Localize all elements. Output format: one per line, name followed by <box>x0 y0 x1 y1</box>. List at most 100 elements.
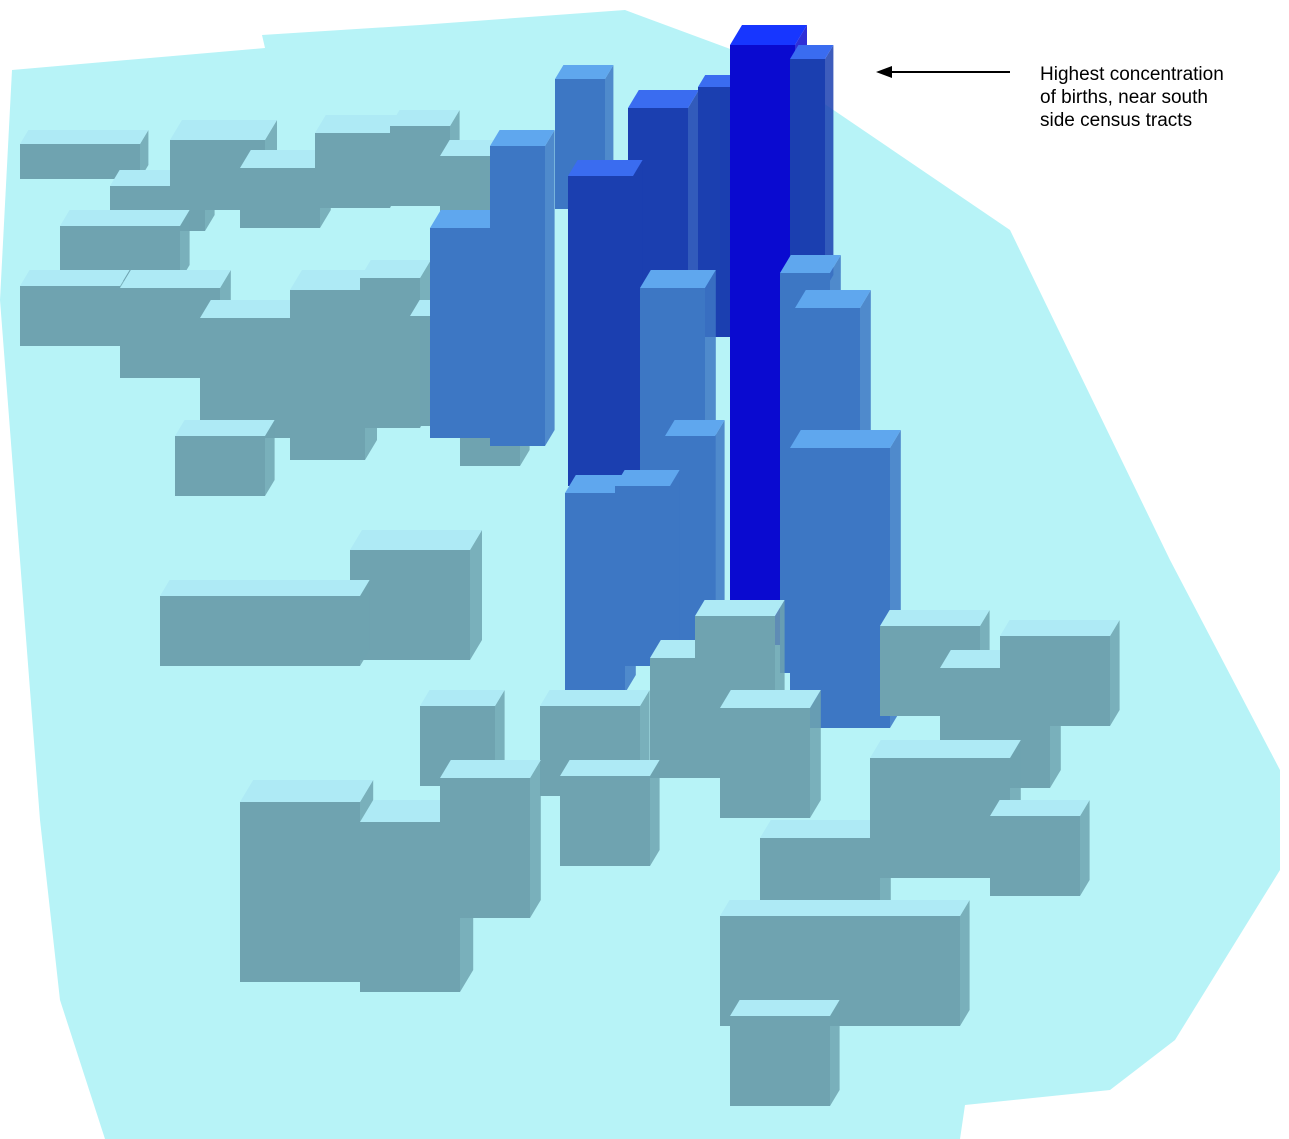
tract-side-right <box>715 420 725 646</box>
tract-side-right <box>360 580 370 666</box>
tract-column <box>568 160 643 486</box>
tract-side-right <box>545 130 555 446</box>
tract-column <box>440 760 541 918</box>
tract-top <box>200 300 306 318</box>
tract-side <box>720 708 810 818</box>
tract-column <box>315 115 401 208</box>
tract-top <box>175 420 275 436</box>
tract-top <box>390 110 460 126</box>
tract-top <box>870 740 1021 758</box>
tract-side-right <box>140 130 149 179</box>
tract-side <box>560 776 650 866</box>
tract-column <box>560 760 660 866</box>
tract-top <box>315 115 401 133</box>
tract-top <box>628 90 699 108</box>
tract-side-right <box>825 45 834 289</box>
tract-top <box>555 65 614 79</box>
tract-column <box>490 130 555 446</box>
tract-side <box>240 802 360 982</box>
tract-top <box>360 260 431 278</box>
tract-side <box>20 286 120 346</box>
census-tract-columns <box>20 25 1120 1106</box>
tract-column <box>160 580 370 666</box>
tract-top <box>880 610 990 626</box>
tract-side-right <box>180 210 190 281</box>
tract-side-right <box>810 690 821 818</box>
annotation-text: Highest concentration of births, near so… <box>1040 63 1285 132</box>
tract-top <box>640 270 716 288</box>
tract-side <box>290 290 365 460</box>
tract-top <box>760 820 891 838</box>
tract-top <box>615 470 680 486</box>
annotation-line-2: of births, near south <box>1040 87 1208 108</box>
tract-side-right <box>265 420 275 496</box>
tract-top <box>440 760 541 778</box>
tract-side <box>568 176 633 486</box>
tract-column <box>730 1000 840 1106</box>
tract-side-right <box>775 600 785 716</box>
tract-column <box>790 45 834 289</box>
tract-side <box>1000 636 1110 726</box>
tract-side-right <box>1080 800 1090 896</box>
tract-side <box>240 168 320 228</box>
tract-top <box>695 600 785 616</box>
tract-top <box>420 690 505 706</box>
tract-top <box>790 430 901 448</box>
tract-top <box>20 270 130 286</box>
arrow-head-icon <box>876 66 892 78</box>
tract-column <box>720 690 821 818</box>
tract-column <box>615 470 680 666</box>
tract-column <box>350 530 482 660</box>
tract-top <box>790 45 834 59</box>
tract-top <box>170 120 277 140</box>
tract-side-right <box>650 760 660 866</box>
tract-column <box>200 300 306 438</box>
tract-top <box>120 270 231 288</box>
tract-top <box>290 270 377 290</box>
tract-side-right <box>670 470 680 666</box>
tract-side <box>200 318 295 438</box>
tract-side-right <box>1110 620 1120 726</box>
tract-top <box>490 130 555 146</box>
tract-top <box>560 760 660 776</box>
tract-top <box>160 580 370 596</box>
tract-top <box>665 420 725 436</box>
tract-top <box>540 690 650 706</box>
annotation-arrow <box>876 66 1010 78</box>
tract-side <box>175 436 265 496</box>
tract-side <box>730 1016 830 1106</box>
tract-top <box>720 690 821 708</box>
tract-top <box>780 255 841 273</box>
tract-side <box>615 486 670 666</box>
tract-side <box>790 448 890 728</box>
annotation-line-3: side census tracts <box>1040 110 1193 131</box>
tract-side <box>870 758 1010 878</box>
tract-top <box>720 900 970 916</box>
tract-column <box>20 270 130 346</box>
tract-top <box>730 25 807 45</box>
tract-column <box>720 900 970 1026</box>
annotation-line-1: Highest concentration <box>1040 64 1224 85</box>
tract-side <box>490 146 545 446</box>
tract-top <box>350 530 482 550</box>
tract-top <box>1000 620 1120 636</box>
tract-top <box>990 800 1090 816</box>
tract-side <box>440 778 530 918</box>
tract-top <box>568 160 643 176</box>
tract-side <box>350 550 470 660</box>
tract-top <box>698 75 738 87</box>
tract-column <box>1000 620 1120 726</box>
tract-column <box>175 420 275 496</box>
tract-side-right <box>470 530 482 660</box>
tract-column <box>990 800 1090 896</box>
tract-side <box>790 59 825 289</box>
tract-side-right <box>960 900 970 1026</box>
tract-side-right <box>830 1000 840 1106</box>
tract-top <box>60 210 190 226</box>
tract-side <box>990 816 1080 896</box>
tract-column <box>240 780 374 982</box>
tract-side <box>315 133 390 208</box>
tract-top <box>20 130 149 144</box>
tract-top <box>240 150 331 168</box>
